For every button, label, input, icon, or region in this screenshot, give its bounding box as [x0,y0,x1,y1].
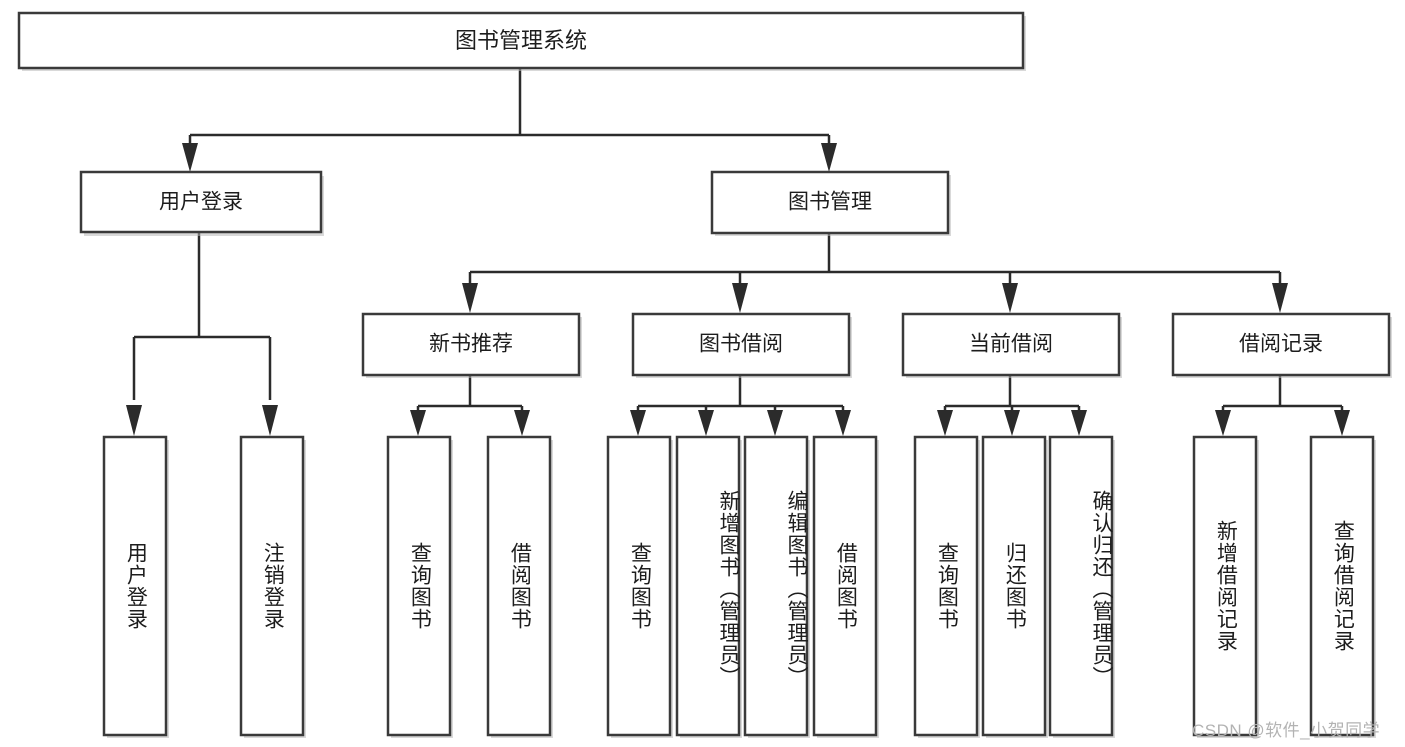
arrow-head-ul-1 [126,405,142,436]
connector-group-new-book-rec [410,374,530,436]
arrow-head-cb-2 [1004,410,1020,436]
connector-group-book-borrow [630,374,851,436]
node-box-leaf-borrow-book-2[interactable] [812,435,878,737]
arrow-head-cb-3 [1071,410,1087,436]
node-box-user-login[interactable] [79,170,323,234]
node-box-leaf-query-record[interactable] [1309,435,1375,737]
label-user-login: 用户登录 [159,191,243,214]
arrow-head-br-1 [1215,410,1231,436]
arrow-head-bm-2 [732,283,748,313]
arrow-head-br-2 [1334,410,1350,436]
label-book-borrow: 图书借阅 [699,333,783,356]
node-box-book-borrow[interactable] [631,312,851,377]
arrow-head-bb-4 [835,410,851,436]
arrow-head-bm-3 [1002,283,1018,313]
node-box-borrow-record[interactable] [1171,312,1391,377]
arrow-head-bb-3 [767,410,783,436]
arrow-head-root-2 [821,143,837,172]
node-box-leaf-user-login[interactable] [102,435,168,737]
node-box-leaf-query-book-1[interactable] [386,435,452,737]
arrow-head-nbr-2 [514,410,530,436]
node-box-leaf-edit-book[interactable] [743,435,809,737]
arrow-head-bb-2 [698,410,714,436]
node-box-leaf-borrow-book-1[interactable] [486,435,552,737]
node-box-new-book-rec[interactable] [361,312,581,377]
node-box-current-borrow[interactable] [901,312,1121,377]
node-box-leaf-add-record[interactable] [1192,435,1258,737]
arrow-head-bb-1 [630,410,646,436]
label-root: 图书管理系统 [455,28,587,53]
node-box-root[interactable] [17,11,1025,70]
connector-group-borrow-record [1215,374,1350,436]
node-box-leaf-return-book[interactable] [981,435,1047,737]
label-book-manage: 图书管理 [788,191,872,214]
node-box-leaf-query-book-2[interactable] [606,435,672,737]
node-box-leaf-query-book-3[interactable] [913,435,979,737]
node-box-leaf-add-book[interactable] [675,435,741,737]
arrow-head-bm-4 [1272,283,1288,313]
label-borrow-record: 借阅记录 [1239,333,1323,356]
arrow-head-bm-1 [462,283,478,313]
node-box-book-manage[interactable] [710,170,950,235]
connector-group-user-login [126,232,278,436]
connector-group-book-manage [462,232,1288,313]
label-current-borrow: 当前借阅 [969,333,1053,356]
arrow-head-nbr-1 [410,410,426,436]
connector-group-root [182,67,837,172]
connector-group-current-borrow [937,374,1087,436]
arrow-head-root-1 [182,143,198,172]
node-box-leaf-confirm-return[interactable] [1048,435,1114,737]
watermark-text: CSDN @软件_小贺同学 [1192,721,1381,740]
node-box-leaf-logout[interactable] [239,435,305,737]
arrow-head-ul-2 [262,405,278,436]
arrow-head-cb-1 [937,410,953,436]
label-new-book-rec: 新书推荐 [429,333,513,356]
